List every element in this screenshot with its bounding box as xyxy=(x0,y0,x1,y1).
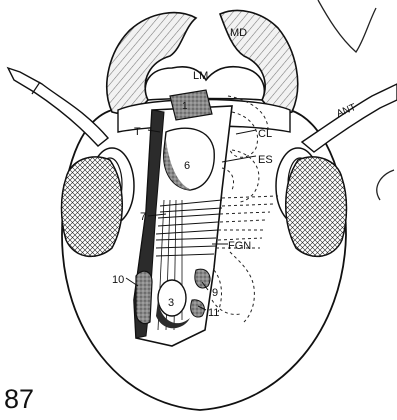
label-lm: LM xyxy=(193,70,208,82)
label-es: ES xyxy=(258,154,273,166)
label-6: 6 xyxy=(184,160,190,172)
margin-curve-top xyxy=(318,0,376,52)
label-fgn: FGN xyxy=(228,240,251,252)
structure-10 xyxy=(136,271,152,323)
label-11: 11 xyxy=(208,307,219,319)
label-t: T xyxy=(134,126,141,138)
left-compound-eye xyxy=(62,157,123,257)
structure-9 xyxy=(195,269,210,288)
margin-curve-right xyxy=(377,170,394,200)
label-cl: CL xyxy=(258,128,272,140)
right-compound-eye xyxy=(286,157,347,257)
figure-number: 87 xyxy=(4,384,34,414)
label-3: 3 xyxy=(168,297,174,309)
label-md: MD xyxy=(230,27,247,39)
structure-1 xyxy=(170,90,212,120)
label-10: 10 xyxy=(112,274,124,286)
label-9: 9 xyxy=(212,287,218,299)
label-1: 1 xyxy=(182,101,188,112)
right-antenna xyxy=(302,84,397,152)
label-7: 7 xyxy=(140,211,146,223)
left-antenna xyxy=(8,68,108,146)
